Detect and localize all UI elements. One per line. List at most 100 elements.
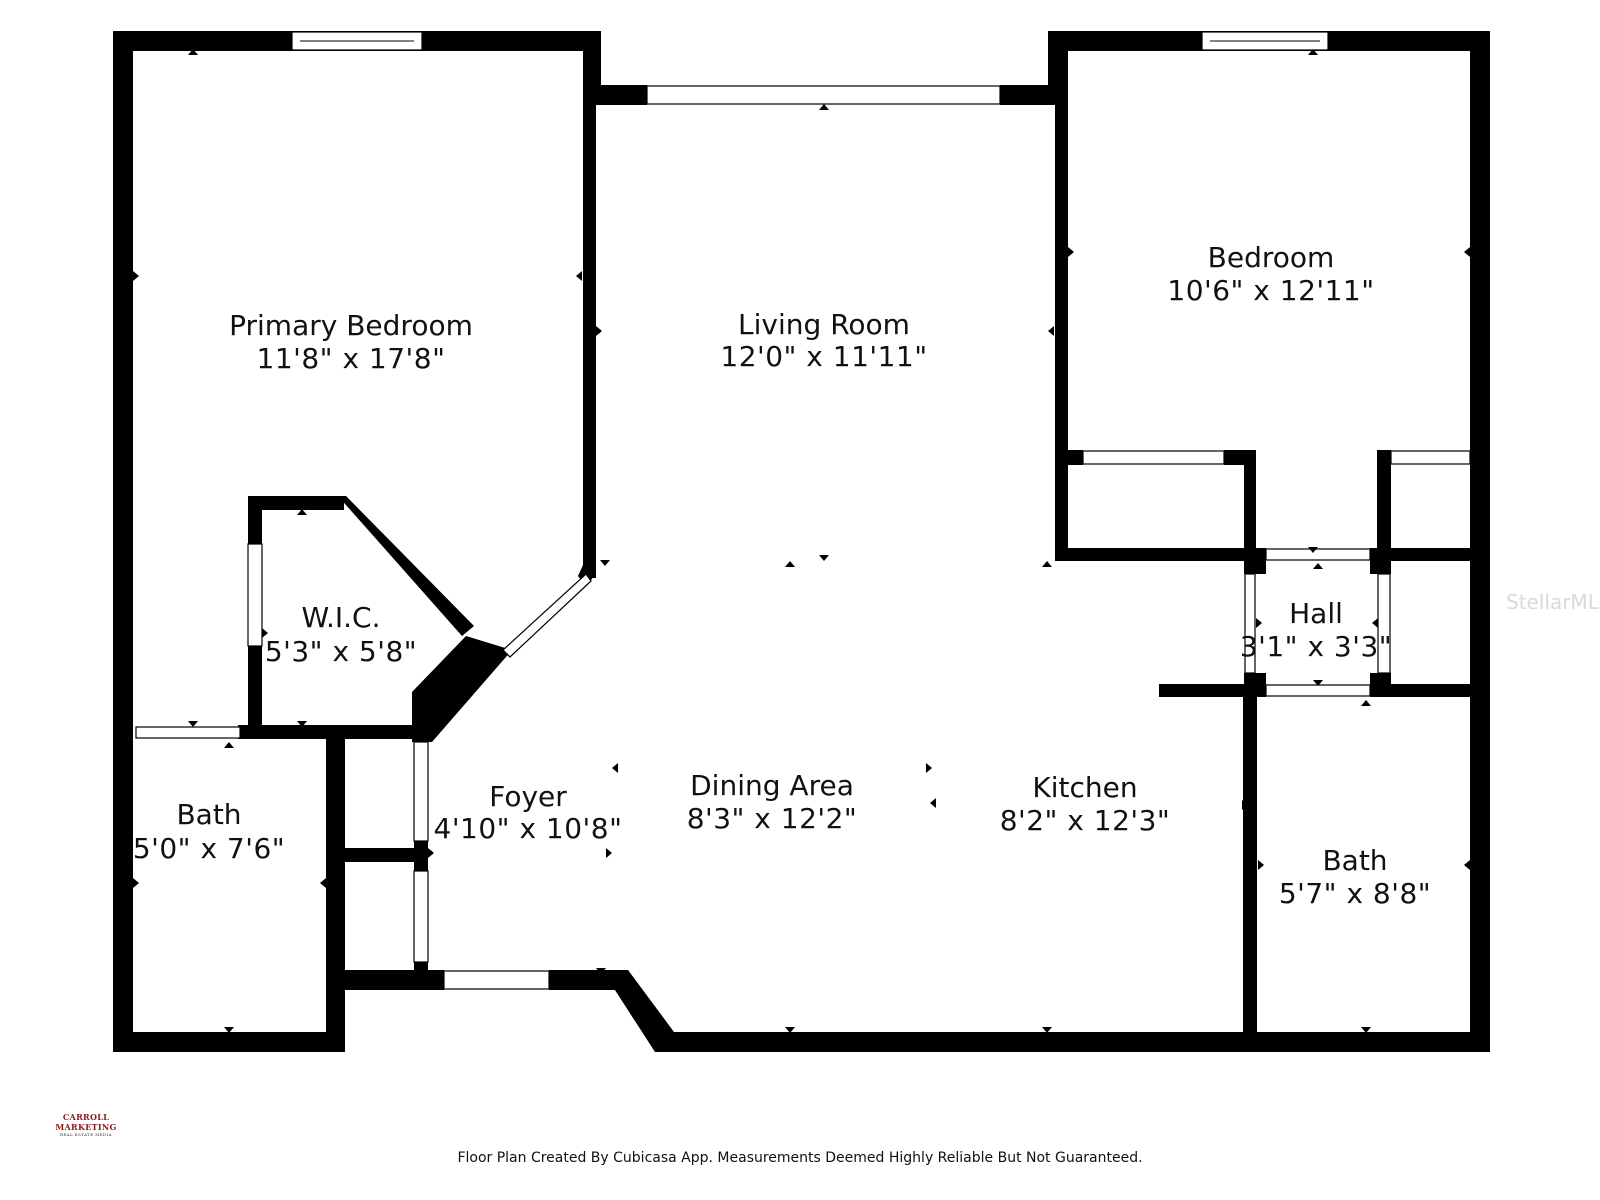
marker: [262, 628, 268, 638]
marker: [596, 968, 606, 974]
wall-closet-top-left: [1055, 450, 1083, 465]
room-living-room: Living Room 12'0" x 11'11": [720, 308, 927, 373]
room-bath-right: Bath 5'7" x 8'8": [1279, 844, 1431, 910]
wall-wic-top: [248, 496, 344, 510]
door-foyer-closet-lower: [413, 870, 429, 963]
marker: [133, 271, 139, 281]
room-labels: Primary Bedroom 11'8" x 17'8" Living Roo…: [133, 241, 1431, 910]
door-bedroom-closet: [1082, 450, 1225, 465]
wall-primary-right-top: [583, 31, 601, 101]
room-dimensions: 3'1" x 3'3": [1240, 630, 1392, 663]
wall-right-closet-left: [1377, 450, 1391, 570]
marker: [926, 763, 932, 773]
wall-bottom-foyer-left: [340, 970, 444, 990]
marker: [819, 104, 829, 110]
room-hall: Hall 3'1" x 3'3": [1240, 597, 1392, 663]
room-kitchen: Kitchen 8'2" x 12'3": [1000, 771, 1170, 837]
door-primary-diagonal: [502, 573, 592, 658]
wall-outer-left: [113, 31, 133, 1052]
room-wic: W.I.C. 5'3" x 5'8": [265, 601, 417, 668]
marker: [819, 555, 829, 561]
door-hall-top: [1265, 548, 1371, 561]
wall-living-top-right: [1000, 85, 1057, 105]
room-name: Dining Area: [690, 769, 854, 802]
brand-name: CARROLL MARKETING: [55, 1112, 117, 1132]
door-foyer-closet-upper: [413, 741, 429, 842]
marker: [1048, 326, 1054, 336]
door-right-closet: [1390, 450, 1471, 465]
marker: [606, 848, 612, 858]
marker: [1361, 1027, 1371, 1033]
post-hall-tl: [1244, 548, 1266, 574]
marker: [1361, 700, 1371, 706]
room-name: Foyer: [489, 780, 567, 813]
wall-bottom-main: [655, 1032, 1490, 1052]
wall-hall-bottom-right: [1377, 684, 1477, 697]
brand-tagline: REAL ESTATE MEDIA: [60, 1132, 112, 1137]
marker: [133, 878, 139, 888]
marker: [1258, 860, 1264, 870]
footer-disclaimer: Floor Plan Created By Cubicasa App. Meas…: [457, 1150, 1143, 1166]
post-hall-br: [1370, 673, 1391, 697]
marker: [785, 1027, 795, 1033]
wall-closet-bottom: [1055, 548, 1256, 561]
marker: [1464, 860, 1470, 870]
wall-right-closet-top: [1377, 450, 1389, 465]
door-bath-left: [135, 726, 241, 739]
room-name: Kitchen: [1032, 771, 1137, 804]
marker: [576, 271, 582, 281]
wall-living-top-left: [583, 85, 647, 105]
marker: [188, 49, 198, 55]
door-hall-bottom: [1265, 684, 1371, 697]
room-name: Living Room: [738, 308, 910, 341]
room-dimensions: 8'3" x 12'2": [687, 802, 858, 835]
marker: [1313, 563, 1323, 569]
marker: [596, 326, 602, 336]
wall-bottom-foyer-right: [549, 970, 628, 990]
marker: [1068, 247, 1074, 257]
wall-foyer-closet-mid: [326, 848, 428, 862]
wall-primary-right: [583, 100, 596, 578]
wall-wic-diagonal: [338, 496, 474, 636]
wall-foyer-closet-bottom: [414, 962, 428, 990]
room-foyer: Foyer 4'10" x 10'8": [434, 780, 622, 845]
marker: [188, 721, 198, 727]
marker: [297, 509, 307, 515]
marker: [224, 742, 234, 748]
room-dimensions: 5'0" x 7'6": [133, 832, 285, 865]
marker: [1372, 618, 1378, 628]
watermark: StellarMLS: [1506, 590, 1600, 614]
wall-bath-left-right: [326, 725, 345, 1052]
wall-wic-left-top: [248, 496, 262, 544]
door-wic: [247, 543, 263, 647]
room-dimensions: 5'7" x 8'8": [1279, 877, 1431, 910]
marker: [785, 561, 795, 567]
room-name: W.I.C.: [302, 601, 381, 634]
measurement-markers: [133, 49, 1470, 1033]
wall-closet-right: [1244, 450, 1256, 570]
wall-hall-bottom-left: [1159, 684, 1256, 697]
marker: [1308, 49, 1318, 55]
windows: [135, 31, 1471, 990]
wall-wic-chimney: [412, 636, 512, 742]
room-dimensions: 12'0" x 11'11": [720, 340, 927, 373]
marker: [224, 1027, 234, 1033]
door-foyer-entry: [443, 970, 550, 990]
wall-bottom-angled: [602, 970, 674, 1052]
room-primary-bedroom: Primary Bedroom 11'8" x 17'8": [229, 309, 473, 375]
wall-foyer-closet-door: [414, 841, 428, 871]
marker: [1464, 247, 1470, 257]
marker: [930, 798, 936, 808]
marker: [1308, 547, 1318, 553]
room-dimensions: 10'6" x 12'11": [1167, 274, 1374, 307]
room-name: Primary Bedroom: [229, 309, 473, 342]
wall-bottom-bath-left: [113, 1032, 345, 1052]
room-bath-left: Bath 5'0" x 7'6": [133, 798, 285, 865]
wall-bedroom-left: [1055, 31, 1068, 561]
room-name: Bath: [1322, 844, 1387, 877]
room-dining-area: Dining Area 8'3" x 12'2": [687, 769, 858, 835]
room-name: Bath: [176, 798, 241, 831]
marker: [297, 721, 307, 727]
room-bedroom: Bedroom 10'6" x 12'11": [1167, 241, 1374, 307]
marker: [600, 560, 610, 566]
